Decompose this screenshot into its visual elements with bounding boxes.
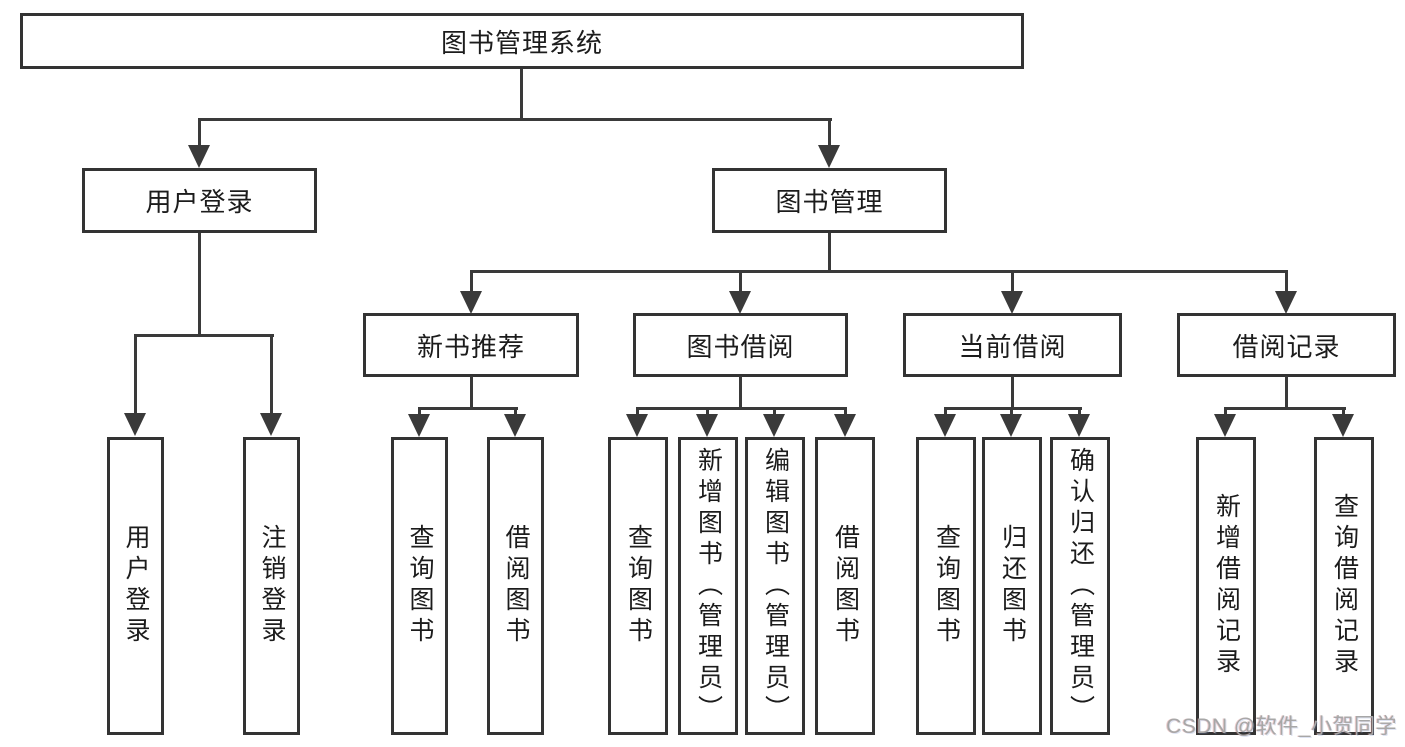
node-label: 用户登录	[145, 187, 254, 217]
connector-line	[418, 407, 518, 410]
leaf-add-books-admin: 新增图书（管理员）	[678, 437, 738, 735]
leaf-query-books-current: 查询图书	[916, 437, 976, 735]
connector-line	[1011, 376, 1014, 409]
connector-line	[134, 334, 274, 337]
leaf-logout-login: 注销登录	[243, 437, 300, 735]
connector-line	[198, 118, 832, 121]
connector-line	[706, 407, 709, 417]
node-label: 图书管理	[775, 187, 884, 217]
arrow-down-icon	[934, 414, 956, 437]
connector-line	[1285, 376, 1288, 409]
node-label: 新书推荐	[416, 331, 525, 362]
node-root: 图书管理系统	[20, 13, 1024, 69]
leaf-query-books-borrow: 查询图书	[608, 437, 668, 735]
connector-line	[773, 407, 776, 417]
connector-line	[1010, 407, 1013, 417]
leaf-return-books: 归还图书	[982, 437, 1042, 735]
arrow-down-icon	[1214, 414, 1236, 437]
arrow-down-icon	[124, 413, 146, 436]
arrow-down-icon	[1332, 414, 1354, 437]
connector-line	[828, 118, 831, 147]
leaf-query-books-newrec: 查询图书	[391, 437, 448, 735]
leaf-confirm-return-admin: 确认归还（管理员）	[1050, 437, 1110, 735]
node-book-management: 图书管理	[712, 168, 947, 233]
connector-line	[844, 407, 847, 417]
connector-line	[470, 270, 1288, 273]
arrow-down-icon	[1275, 291, 1297, 314]
leaf-user-login: 用户登录	[107, 437, 164, 735]
leaf-label: 查询图书	[406, 524, 434, 648]
connector-line	[636, 407, 847, 410]
connector-line	[1342, 407, 1345, 417]
leaf-edit-books-admin: 编辑图书（管理员）	[745, 437, 805, 735]
connector-line	[1078, 407, 1081, 417]
leaf-label: 归还图书	[998, 524, 1027, 648]
arrow-down-icon	[818, 145, 840, 168]
node-label: 借阅记录	[1232, 331, 1341, 362]
leaf-label: 新增图书（管理员）	[694, 446, 723, 726]
node-label: 图书管理系统	[440, 27, 603, 58]
connector-line	[1011, 270, 1014, 293]
node-book-borrow: 图书借阅	[633, 313, 848, 377]
connector-line	[270, 334, 273, 413]
leaf-label: 查询借阅记录	[1330, 493, 1359, 679]
leaf-label: 注销登录	[258, 524, 286, 648]
connector-line	[944, 407, 1082, 410]
arrow-down-icon	[1001, 291, 1023, 314]
connector-line	[1285, 270, 1288, 293]
arrow-down-icon	[1068, 414, 1090, 437]
connector-line	[739, 270, 742, 293]
arrow-down-icon	[834, 414, 856, 437]
connector-line	[520, 69, 523, 121]
leaf-label: 借阅图书	[831, 524, 860, 648]
arrow-down-icon	[626, 414, 648, 437]
arrow-down-icon	[763, 414, 785, 437]
connector-line	[1224, 407, 1227, 417]
leaf-label: 新增借阅记录	[1212, 493, 1241, 679]
node-borrow-records: 借阅记录	[1177, 313, 1396, 377]
leaf-add-borrow-record: 新增借阅记录	[1196, 437, 1256, 735]
leaf-borrow-books-newrec: 借阅图书	[487, 437, 544, 735]
arrow-down-icon	[460, 291, 482, 314]
leaf-label: 确认归还（管理员）	[1066, 446, 1095, 726]
watermark: CSDN @软件_小贺同学	[1166, 715, 1397, 738]
connector-line	[944, 407, 947, 417]
leaf-query-borrow-record: 查询借阅记录	[1314, 437, 1374, 735]
leaf-label: 用户登录	[122, 524, 150, 648]
connector-line	[134, 334, 137, 413]
node-new-book-recommend: 新书推荐	[363, 313, 579, 377]
arrow-down-icon	[260, 413, 282, 436]
arrow-down-icon	[696, 414, 718, 437]
node-current-borrow: 当前借阅	[903, 313, 1122, 377]
node-user-login: 用户登录	[82, 168, 317, 233]
arrow-down-icon	[188, 145, 210, 168]
connector-line	[739, 376, 742, 409]
connector-line	[636, 407, 639, 417]
node-label: 图书借阅	[686, 331, 795, 362]
leaf-label: 借阅图书	[502, 524, 530, 648]
arrow-down-icon	[1000, 414, 1022, 437]
arrow-down-icon	[729, 291, 751, 314]
connector-line	[198, 233, 201, 336]
connector-line	[1224, 407, 1346, 410]
connector-line	[470, 376, 473, 409]
node-label: 当前借阅	[958, 331, 1067, 362]
leaf-borrow-books: 借阅图书	[815, 437, 875, 735]
connector-line	[470, 270, 473, 293]
leaf-label: 查询图书	[624, 524, 653, 648]
connector-line	[198, 118, 201, 147]
leaf-label: 编辑图书（管理员）	[761, 446, 790, 726]
connector-line	[514, 407, 517, 417]
leaf-label: 查询图书	[932, 524, 961, 648]
connector-line	[828, 233, 831, 272]
connector-line	[418, 407, 421, 417]
arrow-down-icon	[504, 414, 526, 437]
arrow-down-icon	[408, 414, 430, 437]
